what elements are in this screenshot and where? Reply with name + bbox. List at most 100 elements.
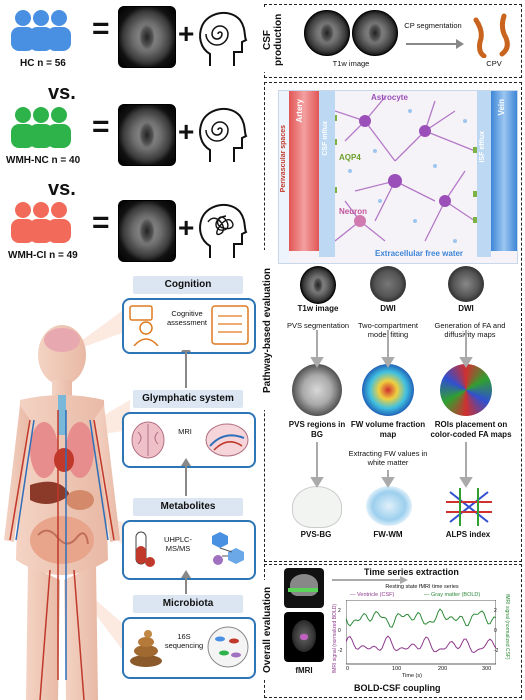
artery-label: Artery — [295, 99, 304, 123]
plus-sign: + — [178, 212, 195, 243]
csf-production-title: CSF production — [262, 8, 284, 72]
fw-wm-image — [366, 486, 412, 526]
x-tick: 200 — [438, 666, 448, 672]
y-tick: 2 — [494, 608, 497, 614]
alps-index-icon — [446, 488, 492, 526]
pvs-bg-image — [292, 486, 342, 528]
col3-step: Generation of FA and diffusivity maps — [434, 321, 506, 339]
extract-fw-step: Extracting FW values in white matter — [348, 449, 428, 467]
glymphatic-card: MRI — [122, 412, 256, 468]
microbiota-card: 16S sequencing — [122, 617, 256, 679]
col3-output: ALPS index — [445, 530, 491, 539]
bold-csf-coupling-label: BOLD-CSF coupling — [354, 683, 441, 693]
y-tick: 2 — [338, 608, 341, 614]
y-tick: -2 — [494, 648, 499, 654]
y-tick: 0 — [494, 628, 497, 634]
col1-input: T1w image — [297, 304, 339, 313]
vein-vessel — [491, 91, 517, 251]
isf-channel — [477, 91, 491, 257]
hc-label: HC n = 56 — [20, 58, 66, 69]
vs-label-2: vs. — [48, 178, 76, 200]
sequencing-step: 16S sequencing — [164, 632, 204, 650]
metabolites-title: Metabolites — [133, 498, 243, 516]
ylabel-left: fMRI signal (normalized BOLD) — [332, 604, 338, 674]
xlabel: Time (s) — [402, 673, 422, 679]
cpv-label: CPV — [486, 59, 502, 68]
t1w-brain-image — [118, 6, 176, 68]
csf-influx-label: CSF influx — [322, 121, 329, 156]
col3-input: DWI — [458, 304, 474, 313]
csf-channel — [319, 91, 335, 257]
aqp4-label: AQP4 — [339, 153, 361, 162]
col1-map: PVS regions in BG — [288, 420, 346, 439]
y-tick: 0 — [338, 628, 341, 634]
microbiota-title: Microbiota — [133, 595, 243, 613]
neuron-label: Neuron — [339, 207, 367, 216]
cognition-card: Cognitive assessment — [122, 298, 256, 354]
brain-icon — [131, 421, 165, 459]
fmri-image — [284, 612, 324, 662]
col2-input: DWI — [380, 304, 396, 313]
col1-step: PVS segmentation — [286, 321, 350, 330]
artery-vessel — [289, 91, 319, 251]
equals-sign: = — [92, 110, 110, 143]
csf-t1w-image-2 — [352, 10, 398, 56]
cognitive-step: Cognitive assessment — [166, 309, 208, 327]
pathway-title: Pathway-based evaluation — [262, 250, 276, 410]
astrocyte-label: Astrocyte — [371, 93, 408, 102]
glymphatic-illustration: Artery Perivascular spaces CSF influx IS… — [278, 90, 518, 264]
sagittal-mri-image — [284, 568, 324, 608]
head-spiral-icon — [199, 11, 248, 66]
pathway-dwi-image-2 — [448, 266, 484, 302]
csf-t1w-image-1 — [304, 10, 350, 56]
col2-map: FW volume fraction map — [350, 420, 426, 439]
plus-sign: + — [178, 116, 195, 147]
equals-sign: = — [92, 12, 110, 45]
csf-t1w-label: T1w image — [332, 59, 370, 68]
vs-label-1: vs. — [48, 82, 76, 104]
bold-csf-plot: Resting state fMRI time series — Ventric… — [332, 584, 512, 684]
wmh-nc-label: WMH-NC n = 40 — [6, 155, 81, 166]
legend-csf: — Ventricle (CSF) — [350, 592, 395, 598]
plot-area — [346, 600, 496, 665]
time-series-arrow — [332, 576, 408, 584]
card-connector-arrows — [181, 350, 191, 594]
vein-label: Vein — [497, 99, 506, 116]
cognition-title: Cognition — [133, 276, 243, 294]
pathway-arrows — [310, 330, 473, 488]
neuron-astrocyte-drawing — [335, 96, 477, 243]
plot-title: Resting state fMRI time series — [385, 584, 459, 590]
glymphatic-brain-icon — [205, 423, 249, 457]
gm-series-line — [346, 608, 496, 628]
head-spiral-icon — [199, 107, 248, 162]
x-tick: 0 — [346, 666, 350, 672]
human-anatomy-figure — [4, 305, 130, 700]
ylabel-right: fMRI signal (normalized CSF) — [504, 594, 510, 660]
time-series-header: Time series extraction — [364, 567, 459, 577]
col3-map: ROIs placement on color-coded FA maps — [430, 420, 512, 439]
blood-tube-icon — [135, 531, 155, 567]
plus-sign: + — [178, 18, 195, 49]
pathway-dwi-image — [370, 266, 406, 302]
head-tangled-icon — [199, 203, 248, 258]
free-water-label: Extracellular free water — [375, 249, 464, 258]
x-tick: 100 — [392, 666, 402, 672]
molecule-icon — [212, 532, 244, 565]
metabolites-card: UHPLC-MS/MS — [122, 520, 256, 580]
glymphatic-title: Glymphatic system — [133, 390, 243, 408]
cp-segmentation-step: CP segmentation — [404, 21, 462, 30]
wmh-nc-people-icon — [11, 107, 71, 148]
mri-step: MRI — [178, 427, 192, 436]
stool-icon — [130, 630, 162, 667]
isf-efflux-label: ISF efflux — [479, 131, 486, 163]
brain-board-icon — [211, 305, 249, 345]
perivascular-label: Perivascular spaces — [280, 125, 287, 193]
metabolite-step: UHPLC-MS/MS — [164, 535, 192, 553]
overall-title: Overall evaluation — [262, 580, 276, 680]
color-fa-map — [440, 364, 492, 416]
cpv-icon — [473, 13, 510, 58]
pathway-t1w-image — [300, 266, 336, 304]
fmri-label: fMRI — [295, 666, 313, 675]
pvs-regions-image — [292, 364, 342, 416]
equals-sign: = — [92, 206, 110, 239]
